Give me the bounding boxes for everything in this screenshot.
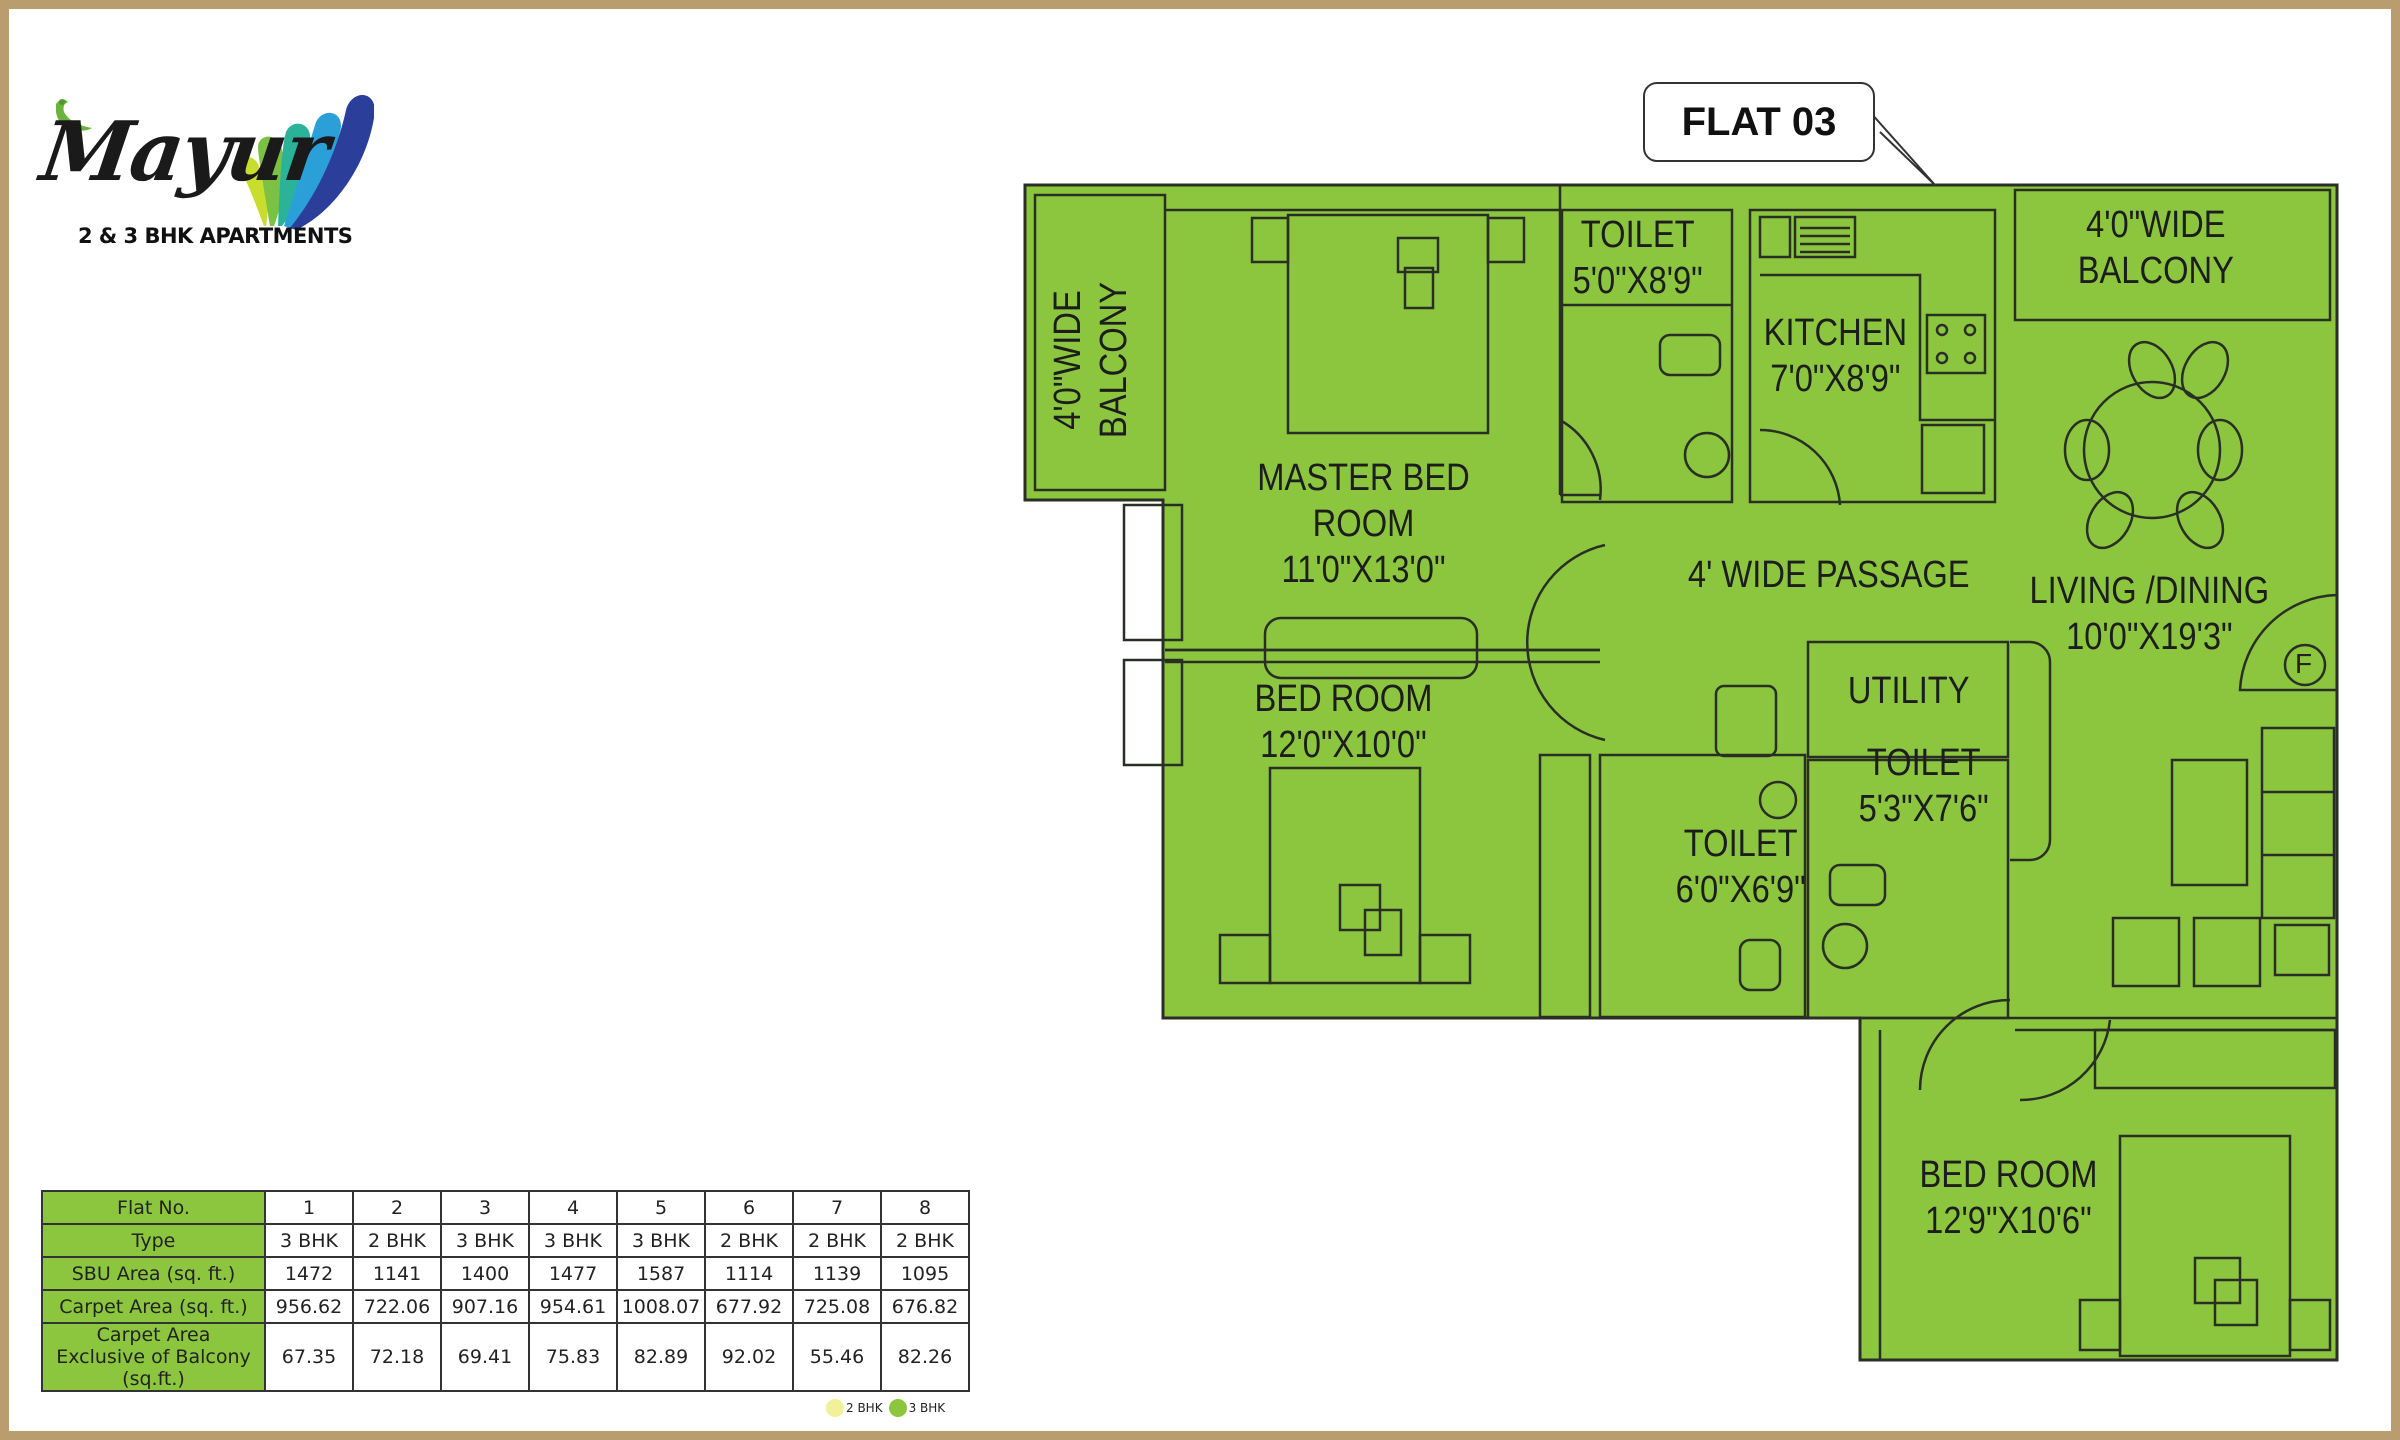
table-cell: 956.62 [264, 1289, 354, 1324]
room-name: TOILET [1683, 823, 1798, 865]
table-cell: 954.61 [528, 1289, 618, 1324]
table-cell: 3 [440, 1190, 530, 1225]
room-name-2: BALCONY [2077, 250, 2234, 292]
table-cell: 1139 [792, 1256, 882, 1291]
room-kitchen: KITCHEN 7'0"X8'9" [1764, 310, 1907, 402]
table-cell: 722.06 [352, 1289, 442, 1324]
table-cell: 2 BHK [880, 1223, 970, 1258]
room-size: 11'0"X13'0" [1281, 549, 1446, 591]
room-name: TOILET [1580, 214, 1695, 256]
table-cell: 3 BHK [616, 1223, 706, 1258]
table-cell: 1095 [880, 1256, 970, 1291]
room-balcony-north: 4'0"WIDE BALCONY [2078, 202, 2234, 294]
table-cell: 1477 [528, 1256, 618, 1291]
table-cell: 5 [616, 1190, 706, 1225]
table-cell: 1141 [352, 1256, 442, 1291]
table-cell: 82.89 [616, 1322, 706, 1392]
room-size: 12'9"X10'6" [1925, 1200, 2092, 1242]
room-size: 10'0"X19'3" [2066, 616, 2233, 658]
table-cell: 1472 [264, 1256, 354, 1291]
row-label: Flat No. [41, 1190, 266, 1225]
table-cell: 676.82 [880, 1289, 970, 1324]
brand-logo: Mayur 2 & 3 BHK APARTMENTS [34, 66, 374, 256]
room-name: 4'0"WIDE [1046, 290, 1089, 430]
room-master-bedroom: MASTER BED ROOM 11'0"X13'0" [1257, 455, 1469, 593]
room-name: LIVING /DINING [2029, 570, 2270, 612]
room-utility: UTILITY [1848, 668, 1970, 714]
room-bedroom-3: BED ROOM 12'9"X10'6" [1919, 1152, 2097, 1244]
room-size: 7'0"X8'9" [1770, 358, 1901, 400]
table-cell: 82.26 [880, 1322, 970, 1392]
room-name: BED ROOM [1254, 678, 1433, 720]
room-toilet-3: TOILET 6'0"X6'9" [1676, 821, 1806, 913]
row-label: Carpet Area Exclusive of Balcony (sq.ft.… [41, 1322, 266, 1392]
table-cell: 677.92 [704, 1289, 794, 1324]
room-name-2: BALCONY [1092, 281, 1135, 439]
table-row-carpet-excl-balcony: Carpet Area Exclusive of Balcony (sq.ft.… [41, 1322, 970, 1392]
room-name: KITCHEN [1763, 312, 1908, 354]
table-cell: 2 BHK [792, 1223, 882, 1258]
table-cell: 2 BHK [704, 1223, 794, 1258]
table-cell: 3 BHK [440, 1223, 530, 1258]
fridge-marker: F [2295, 648, 2313, 679]
room-toilet-2: TOILET 5'3"X7'6" [1859, 740, 1989, 832]
area-table: Flat No. 1 2 3 4 5 6 7 8 Type 3 BHK 2 BH… [41, 1190, 970, 1392]
table-cell: 3 BHK [528, 1223, 618, 1258]
legend-swatch-3bhk [888, 1399, 907, 1417]
table-cell: 1587 [616, 1256, 706, 1291]
brand-tagline: 2 & 3 BHK APARTMENTS [78, 224, 353, 248]
table-cell: 1114 [704, 1256, 794, 1291]
row-label: SBU Area (sq. ft.) [41, 1256, 266, 1291]
table-cell: 75.83 [528, 1322, 618, 1392]
room-size: 6'0"X6'9" [1675, 869, 1806, 911]
room-name: UTILITY [1847, 670, 1970, 712]
room-size: 5'0"X8'9" [1572, 260, 1703, 302]
table-cell: 1400 [440, 1256, 530, 1291]
table-cell: 907.16 [440, 1289, 530, 1324]
room-living-dining: LIVING /DINING 10'0"X19'3" [2030, 568, 2270, 660]
room-bedroom-2: BED ROOM 12'0"X10'0" [1254, 676, 1432, 768]
row-label: Type [41, 1223, 266, 1258]
room-size: 5'3"X7'6" [1858, 788, 1989, 830]
room-name: TOILET [1866, 742, 1981, 784]
room-balcony-west: 4'0"WIDE BALCONY [1045, 282, 1137, 438]
table-cell: 1 [264, 1190, 354, 1225]
room-name: MASTER BED [1257, 457, 1470, 499]
table-row-sbu-area: SBU Area (sq. ft.) 1472 1141 1400 1477 1… [41, 1256, 970, 1291]
room-name-2: ROOM [1312, 503, 1415, 545]
room-name: BED ROOM [1919, 1154, 2098, 1196]
table-cell: 72.18 [352, 1322, 442, 1392]
flat-callout: FLAT 03 [1643, 82, 1875, 162]
table-cell: 2 BHK [352, 1223, 442, 1258]
table-cell: 55.46 [792, 1322, 882, 1392]
room-name: 4'0"WIDE [2086, 204, 2226, 246]
table-cell: 1008.07 [616, 1289, 706, 1324]
table-row-flat-no: Flat No. 1 2 3 4 5 6 7 8 [41, 1190, 970, 1225]
row-label: Carpet Area (sq. ft.) [41, 1289, 266, 1324]
room-size: 12'0"X10'0" [1260, 724, 1427, 766]
table-cell: 2 [352, 1190, 442, 1225]
table-cell: 69.41 [440, 1322, 530, 1392]
table-cell: 6 [704, 1190, 794, 1225]
table-cell: 4 [528, 1190, 618, 1225]
legend-label: 3 BHK [908, 1401, 946, 1415]
table-cell: 7 [792, 1190, 882, 1225]
table-cell: 8 [880, 1190, 970, 1225]
table-row-type: Type 3 BHK 2 BHK 3 BHK 3 BHK 3 BHK 2 BHK… [41, 1223, 970, 1258]
peacock-feather-icon [56, 95, 374, 230]
table-cell: 67.35 [264, 1322, 354, 1392]
room-name: 4' WIDE PASSAGE [1687, 554, 1970, 596]
room-toilet-1: TOILET 5'0"X8'9" [1573, 212, 1703, 304]
table-cell: 3 BHK [264, 1223, 354, 1258]
legend: 2 BHK 3 BHK [826, 1399, 945, 1417]
table-row-carpet-area: Carpet Area (sq. ft.) 956.62 722.06 907.… [41, 1289, 970, 1324]
legend-swatch-2bhk [826, 1399, 844, 1417]
room-passage: 4' WIDE PASSAGE [1688, 552, 1970, 598]
table-cell: 725.08 [792, 1289, 882, 1324]
table-cell: 92.02 [704, 1322, 794, 1392]
legend-label: 2 BHK [846, 1401, 883, 1415]
